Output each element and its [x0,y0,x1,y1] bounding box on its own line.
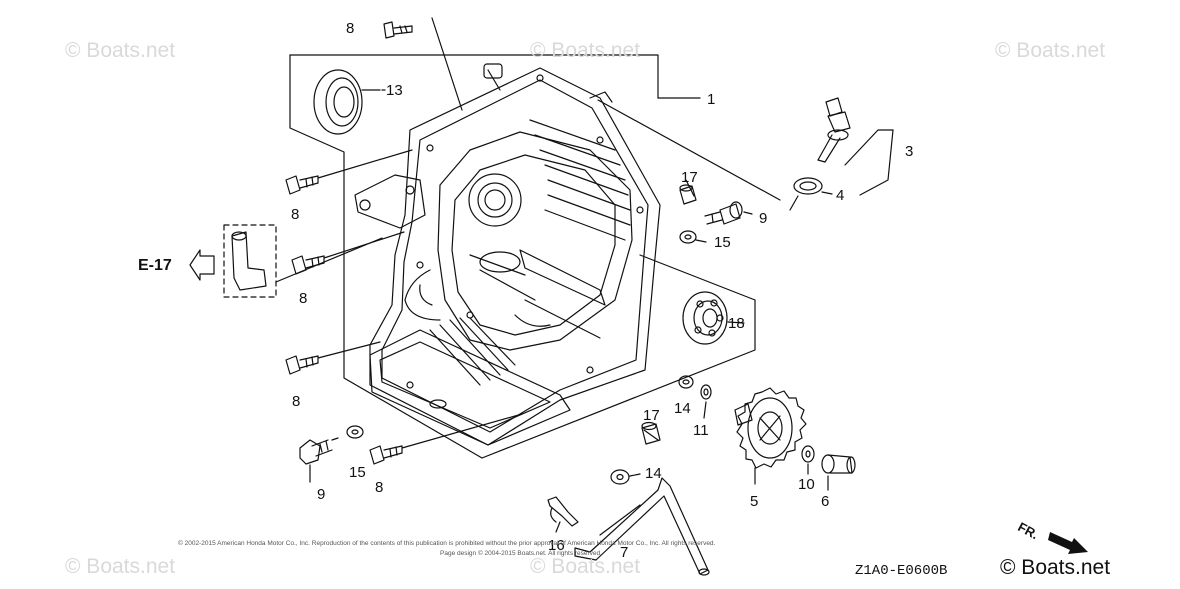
bolt-9-right [704,201,753,225]
dowel-17-lower [641,421,661,445]
oil-seal-13 [313,69,381,135]
assembly-outline [289,54,781,459]
dowel-17-upper [679,179,697,205]
bolt-8-lower-left [285,341,381,375]
callout-10: 10 [798,476,815,493]
bolt-8-bottom [369,413,523,465]
callout-8-lower-left: 8 [292,393,301,410]
governor-shaft-7 [574,477,710,576]
callout-11: 11 [693,422,709,439]
callout-14-lower: 14 [645,465,662,482]
callout-4: 4 [836,187,845,204]
bearing-18 [682,291,745,345]
front-arrow-icon [1048,532,1088,554]
callout-8-bottom: 8 [375,479,384,496]
reference-label-e17[interactable]: E-17 [138,257,172,274]
dipstick-3 [817,97,894,196]
bolt-8-mid-left [291,231,405,275]
bolt-8-top [383,17,463,111]
copyright-line-1: © 2002-2015 American Honda Motor Co., In… [178,540,716,547]
watermark-top-left: © Boats.net [65,39,176,62]
brand-logo[interactable]: © Boats.net [1000,556,1111,579]
callout-5: 5 [750,493,759,510]
washer-10 [801,445,815,475]
callout-18: 18 [728,315,745,332]
callout-8-mid-left: 8 [299,290,308,307]
callout-8-upper-left: 8 [291,206,300,223]
washer-14-upper [678,375,694,389]
watermark-bottom-center: © Boats.net [530,555,641,578]
callout-17-lower: 17 [643,407,660,424]
callout-15-left: 15 [349,464,366,481]
washer-11 [700,384,712,419]
callout-6: 6 [821,493,830,510]
callout-15-right: 15 [714,234,731,251]
callout-13: 13 [386,82,403,99]
watermark-top-center: © Boats.net [530,39,641,62]
front-direction-marker: FR. [1015,518,1090,558]
callout-9-left: 9 [317,486,326,503]
bolt-9-left [299,437,339,483]
callout-3: 3 [905,143,914,160]
washer-15-left [346,425,364,439]
diagram-code: Z1A0-E0600B [855,563,948,579]
clip-16 [547,496,579,533]
washer-14-lower [610,469,641,485]
crankcase-cover [354,63,661,446]
leader-lines [381,89,756,441]
callout-14-upper: 14 [674,400,691,417]
callout-17-upper: 17 [681,169,698,186]
gear-shaft-6 [821,454,856,491]
watermark-top-right: © Boats.net [995,39,1106,62]
o-ring-4 [789,177,833,211]
copyright-line-2: Page design © 2004-2015 Boats.net. All r… [440,550,602,557]
callout-8-top: 8 [346,20,355,37]
callout-7: 7 [620,544,629,561]
breather-tube-reference [189,224,383,298]
callout-9-right: 9 [759,210,768,227]
bolt-8-upper-left [285,149,413,195]
callout-16: 16 [548,537,565,554]
watermark-bottom-left: © Boats.net [65,555,176,578]
callout-1: 1 [707,91,716,108]
governor-gear-5 [734,387,807,485]
washer-15-right [679,230,707,244]
